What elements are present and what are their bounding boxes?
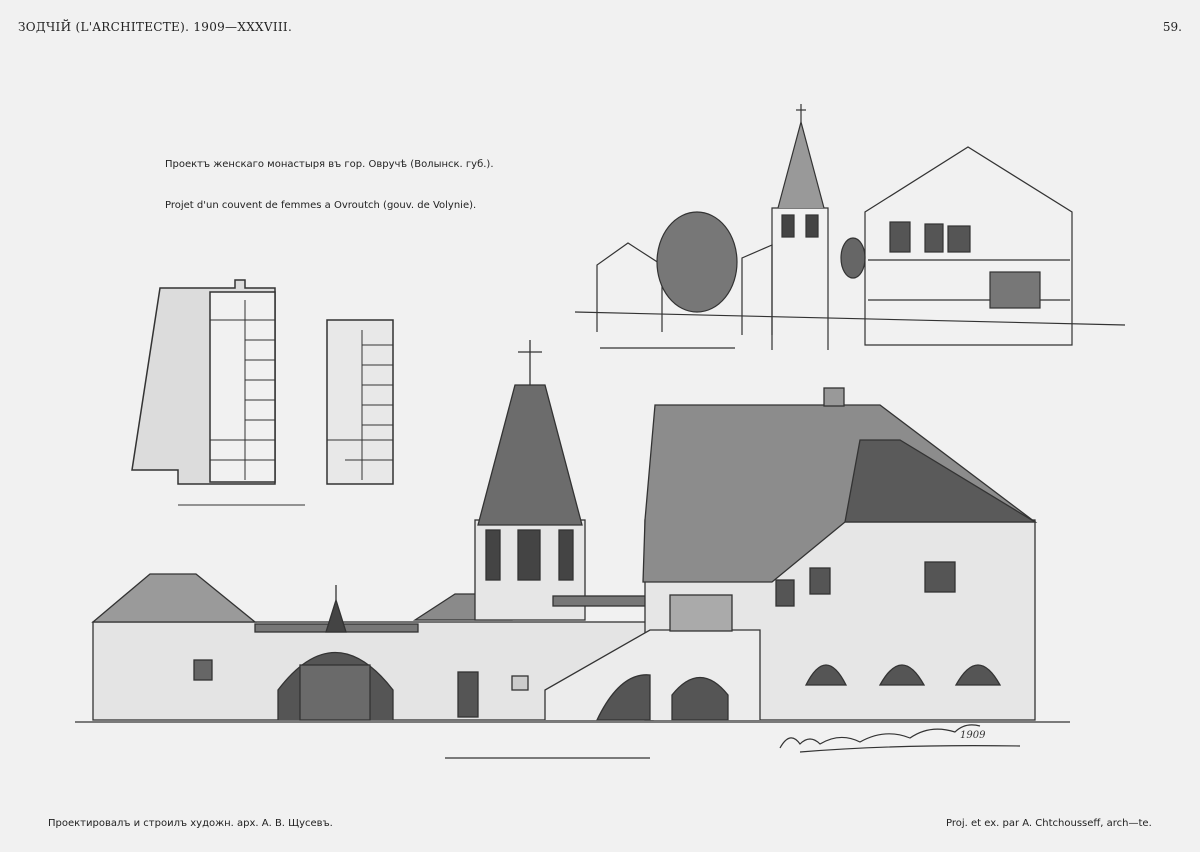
architect-signature: 1909: [779, 724, 1021, 753]
footer-credit-french: Proj. et ex. par A. Chtchousseff, arch—t…: [946, 818, 1152, 829]
footer-credit-russian: Проектировалъ и строилъ художн. арх. А. …: [48, 818, 333, 829]
svg-text:1909: 1909: [960, 730, 986, 741]
main-elevation: [75, 340, 1070, 759]
page-number: 59.: [1162, 20, 1182, 34]
journal-header: ЗОДЧІЙ (L'ARCHITECTE). 1909—XXXVIII.: [18, 20, 293, 34]
section-drawing: [574, 104, 1126, 350]
floor-plan-upper: [326, 319, 394, 485]
title-russian: Проектъ женскаго монастыря въ гор. Овруч…: [165, 159, 494, 170]
title-french: Projet d'un couvent de femmes a Ovroutch…: [165, 200, 477, 211]
floor-plan-ground: [131, 279, 305, 506]
